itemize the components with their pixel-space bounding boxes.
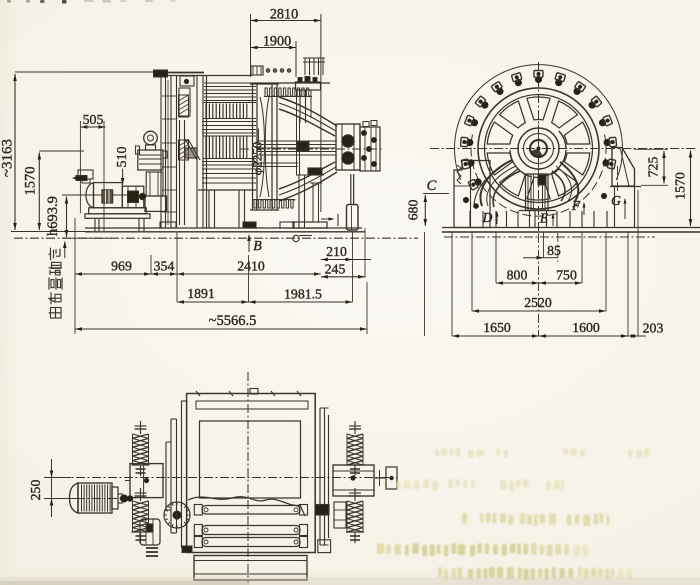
svg-text:1900: 1900 bbox=[263, 34, 291, 50]
svg-text:245: 245 bbox=[325, 262, 346, 277]
svg-text:h693.9: h693.9 bbox=[45, 196, 61, 236]
svg-text:1600: 1600 bbox=[572, 320, 600, 335]
svg-text:800: 800 bbox=[507, 268, 528, 283]
svg-text:750: 750 bbox=[556, 268, 577, 283]
svg-text:1891: 1891 bbox=[187, 286, 215, 301]
svg-text:969: 969 bbox=[111, 259, 132, 274]
svg-text:~3163: ~3163 bbox=[0, 139, 15, 177]
svg-text:505: 505 bbox=[83, 112, 104, 127]
svg-text:B: B bbox=[253, 239, 262, 254]
svg-text:G: G bbox=[611, 193, 621, 208]
svg-text:1570: 1570 bbox=[22, 167, 38, 196]
svg-text:F: F bbox=[571, 198, 581, 213]
svg-text:E: E bbox=[539, 211, 549, 226]
svg-text:510: 510 bbox=[115, 147, 130, 168]
svg-text:2520: 2520 bbox=[524, 295, 552, 310]
svg-text:C: C bbox=[427, 178, 437, 194]
svg-text:250: 250 bbox=[28, 480, 43, 501]
svg-text:85: 85 bbox=[547, 243, 561, 258]
svg-text:D: D bbox=[482, 210, 493, 225]
svg-text:1570: 1570 bbox=[673, 172, 688, 200]
svg-text:1981.5: 1981.5 bbox=[284, 287, 322, 302]
svg-text:203: 203 bbox=[643, 321, 664, 336]
svg-text:354: 354 bbox=[154, 259, 175, 274]
svg-text:2810: 2810 bbox=[270, 7, 298, 23]
svg-text:2410: 2410 bbox=[237, 259, 265, 274]
svg-text:725: 725 bbox=[646, 157, 661, 178]
svg-text:680: 680 bbox=[406, 200, 421, 221]
svg-text:~5566.5: ~5566.5 bbox=[209, 313, 257, 329]
svg-text:1650: 1650 bbox=[483, 320, 511, 335]
svg-text:210: 210 bbox=[326, 244, 347, 259]
